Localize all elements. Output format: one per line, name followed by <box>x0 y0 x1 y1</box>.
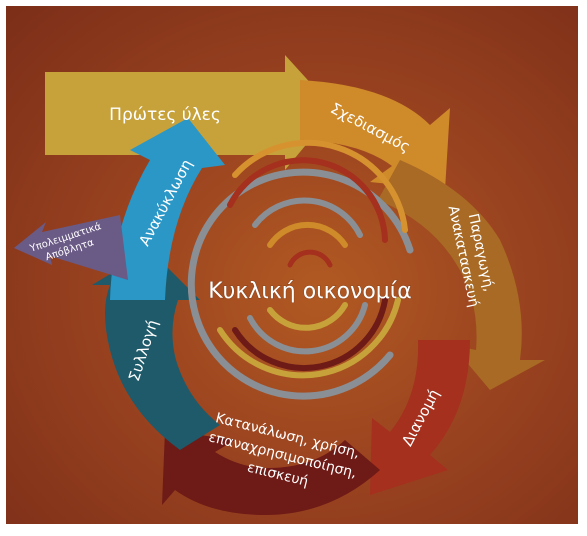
recycling-arrow <box>110 118 225 300</box>
residual-waste-arrow <box>14 215 128 280</box>
design-arrow <box>300 80 450 190</box>
distribution-arrow <box>370 340 470 495</box>
consumption-arrow <box>162 430 380 515</box>
production-arrow <box>378 160 545 390</box>
raw-materials-arrow <box>45 55 335 170</box>
center-title: Κυκλική οικονομία <box>208 279 412 304</box>
center-circular-arrows <box>187 139 414 400</box>
label-raw-materials: Πρώτες ύλες <box>109 105 221 125</box>
